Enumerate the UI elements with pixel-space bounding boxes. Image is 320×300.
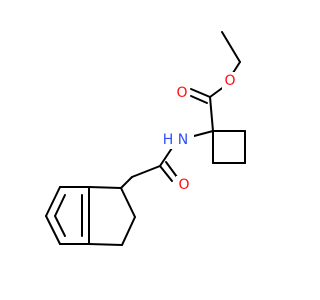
bond-indane-c1-c7a xyxy=(88,186,122,189)
molecule-structure-diagram: O O H N O xyxy=(45,31,246,246)
bond-indane-c3-c3a xyxy=(88,243,123,246)
bond-benzene-c5-c6 xyxy=(45,186,61,217)
bond-ester-c-double-o-a xyxy=(190,88,211,98)
bond-carbonyl-c-quaternary-c xyxy=(209,96,214,132)
carbonyl-oxygen-ester-label: O xyxy=(176,85,187,101)
bond-amide-c-ch2 xyxy=(131,165,161,178)
bonds xyxy=(45,31,246,246)
bond-indane-c2-c3 xyxy=(121,216,136,246)
atom-amide-nitrogen: H N xyxy=(160,131,194,149)
bond-benzene-c4-c5 xyxy=(45,215,61,245)
ester-oxygen-label: O xyxy=(224,73,235,89)
amide-nitrogen-label: N xyxy=(178,132,188,148)
bond-benzene-inner-2 xyxy=(54,215,66,237)
bond-ch2-indane-c1 xyxy=(120,176,133,189)
bond-ester-c-double-o-b xyxy=(190,95,208,104)
atom-labels: O O H N O xyxy=(160,72,238,194)
bond-indane-c1-c2 xyxy=(120,187,136,218)
atom-carbonyl-oxygen-ester-bg xyxy=(174,84,190,102)
atom-carbonyl-oxygen-amide-bg xyxy=(176,176,192,194)
atom-amide-nitrogen-bg xyxy=(160,131,194,149)
atom-carbonyl-oxygen-amide: O xyxy=(176,176,192,194)
bond-amide-c-double-o-b xyxy=(165,161,178,178)
bond-amide-c-double-o-a xyxy=(159,165,173,182)
atom-ester-oxygen-bg xyxy=(222,72,238,90)
bond-quaternary-c-n xyxy=(193,130,214,137)
bond-benzene-inner-3 xyxy=(54,194,66,217)
carbonyl-oxygen-amide-label: O xyxy=(178,177,189,193)
atom-ester-oxygen: O xyxy=(222,72,238,90)
amide-hydrogen-label: H xyxy=(163,132,174,148)
atom-carbonyl-oxygen-ester: O xyxy=(174,84,190,102)
bond-ethyl-ch3-ch2 xyxy=(221,31,241,63)
